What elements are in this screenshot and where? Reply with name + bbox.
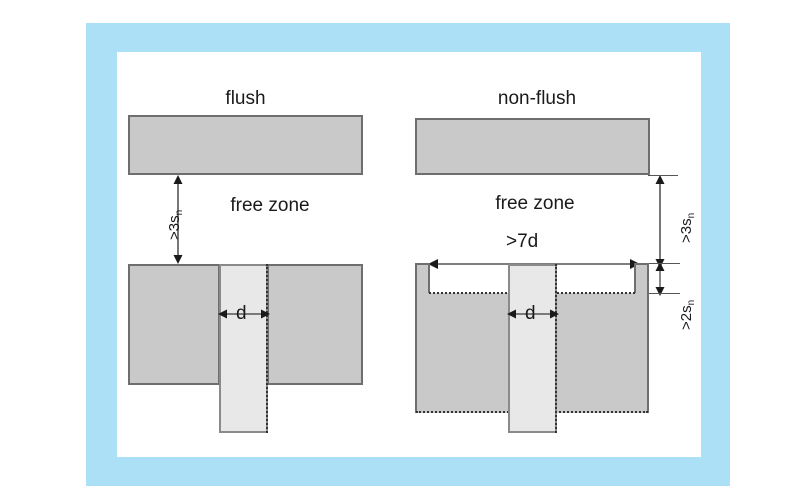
nonflush-target-bar bbox=[508, 264, 557, 433]
flush-sensor-block bbox=[128, 115, 363, 175]
nonflush-target-bar-dotted-edge bbox=[555, 264, 557, 433]
nonflush-clearance-upper-leader bbox=[648, 175, 678, 176]
nonflush-sensor-block bbox=[415, 118, 650, 175]
flush-target-right-plate bbox=[267, 264, 363, 385]
flush-target-width-dimension bbox=[218, 309, 270, 319]
panel-caption-flush: flush bbox=[225, 88, 266, 109]
nonflush-recess-depth-bottom-leader bbox=[648, 293, 680, 294]
panel-caption-non-flush: non-flush bbox=[497, 88, 577, 109]
nonflush-recess-depth-dimension bbox=[655, 262, 665, 296]
nonflush-free-zone-label: free zone bbox=[495, 193, 575, 214]
flush-target-bar bbox=[219, 264, 268, 433]
flush-target-width-label: d bbox=[236, 303, 247, 324]
nonflush-clearance-dimension-line bbox=[655, 175, 665, 268]
nonflush-target-width-label: d bbox=[525, 303, 536, 324]
nonflush-target-width-dimension bbox=[507, 309, 559, 319]
nonflush-clearance-label: >3sn bbox=[678, 212, 697, 243]
flush-target-bar-dotted-edge bbox=[266, 264, 268, 433]
nonflush-recess-depth-label: >2sn bbox=[678, 299, 697, 330]
flush-clearance-label: >3sn bbox=[166, 209, 185, 240]
flush-target-left-plate bbox=[128, 264, 220, 385]
flush-free-zone-label: free zone bbox=[230, 195, 310, 216]
nonflush-recess-width-label: >7d bbox=[506, 231, 539, 252]
nonflush-recess-depth-top-leader bbox=[648, 263, 680, 264]
flush-clearance-dimension-line bbox=[173, 175, 183, 264]
